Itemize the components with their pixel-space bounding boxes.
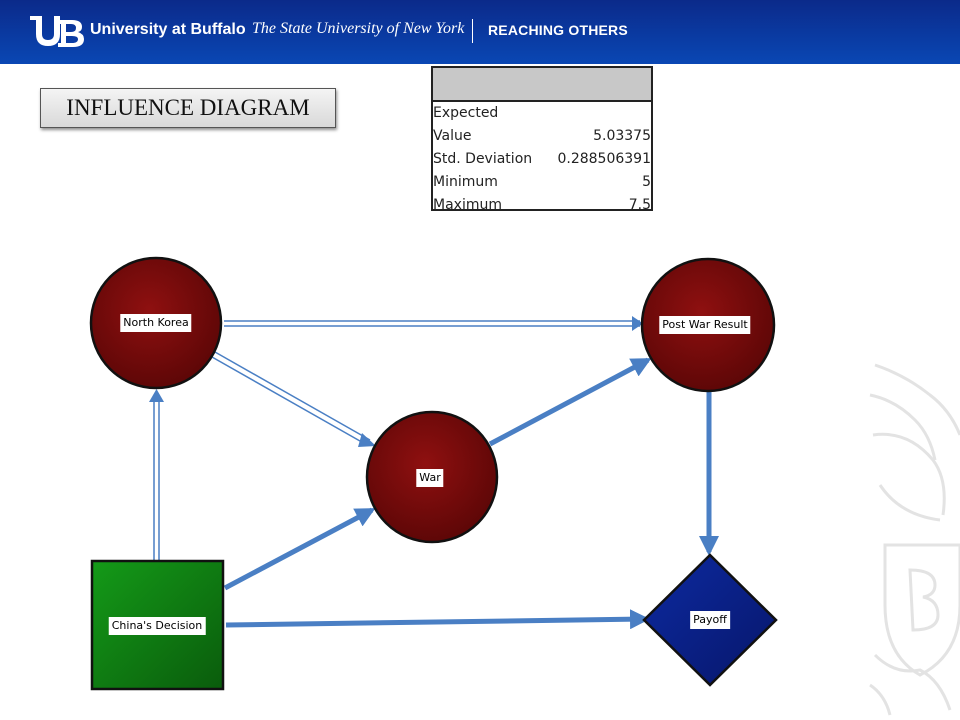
arrow-china-to-north-korea (149, 389, 164, 562)
north-korea-label: North Korea (120, 314, 192, 332)
stats-value: 5.03375 (593, 128, 651, 144)
china-decision-label: China's Decision (108, 617, 206, 635)
arrow-north-korea-to-war (211, 351, 376, 447)
arrow-china-to-payoff (225, 609, 650, 630)
stats-row-std-deviation: Std. Deviation 0.288506391 (433, 148, 651, 171)
statistics-table-header (433, 68, 651, 102)
stats-value: 7.5 (628, 197, 651, 213)
stats-row-maximum: Maximum 7.5 (433, 194, 651, 217)
stats-value: 5 (642, 174, 651, 190)
stats-label: Std. Deviation (433, 151, 533, 167)
university-subtitle: The State University of New York (252, 20, 465, 37)
stats-label: Value (433, 128, 472, 144)
university-banner: University at Buffalo The State Universi… (0, 0, 960, 64)
stats-row-minimum: Minimum 5 (433, 171, 651, 194)
crest-watermark-icon (869, 363, 960, 716)
banner-divider (472, 19, 473, 43)
war-label: War (416, 469, 444, 487)
slide-title: INFLUENCE DIAGRAM (40, 88, 336, 128)
banner-tagline: REACHING OTHERS (488, 22, 628, 38)
stats-label: Expected (433, 105, 499, 121)
arrow-china-to-war (223, 507, 376, 591)
statistics-table: Expected Value 5.03375 Std. Deviation 0.… (431, 66, 653, 213)
payoff-label: Payoff (690, 611, 730, 629)
stats-row-expected: Expected (433, 102, 651, 125)
stats-row-value: Value 5.03375 (433, 125, 651, 148)
arrow-north-korea-to-post-war (224, 316, 643, 331)
arrow-war-to-post-war (488, 357, 652, 447)
stats-label: Minimum (433, 174, 498, 190)
university-name: University at Buffalo (90, 21, 246, 38)
post-war-result-label: Post War Result (659, 316, 751, 334)
stats-label: Maximum (433, 197, 502, 213)
stats-value: 0.288506391 (557, 151, 651, 167)
ub-logo-icon (30, 16, 84, 47)
